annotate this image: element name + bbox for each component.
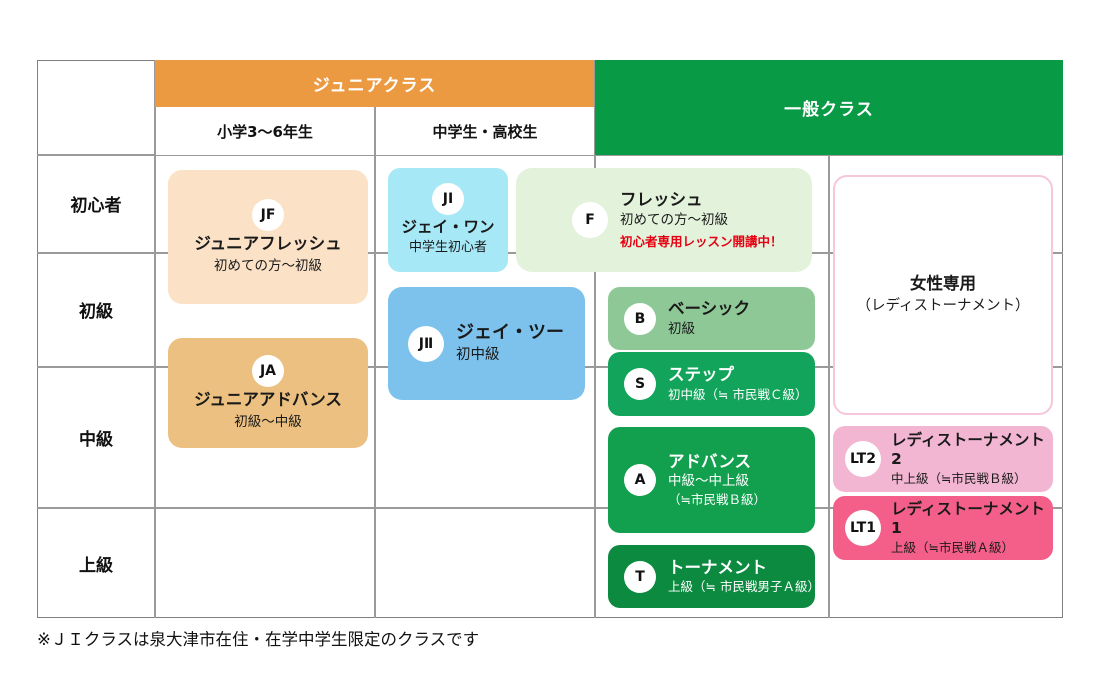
grid-vline-ladies-left xyxy=(828,155,830,618)
row-label-advanced-text: 上級 xyxy=(79,555,113,576)
subheader-jhs-hs-label: 中学生・高校生 xyxy=(432,122,538,141)
badge-f: F xyxy=(572,202,608,238)
badge-lt1: LT1 xyxy=(845,510,881,546)
row-label-beginner-text: 初心者 xyxy=(70,196,122,216)
card-junior-advance-title: ジュニアアドバンス xyxy=(194,389,342,409)
card-women-only: 女性専用 （レディストーナメント） xyxy=(833,175,1053,415)
card-j-two-sub: 初中級 xyxy=(456,346,500,363)
badge-t: T xyxy=(624,560,656,593)
card-fresh-sub: 初めての方〜初級 xyxy=(620,212,728,229)
badge-jii: JⅡ xyxy=(408,325,444,362)
card-junior-fresh-sub: 初めての方〜初級 xyxy=(214,257,322,274)
card-step-title: ステップ xyxy=(668,365,734,385)
row-label-elementary-text: 初級 xyxy=(79,302,113,322)
card-j-one: JI ジェイ・ワン 中学生初心者 xyxy=(388,168,508,272)
card-advance-title: アドバンス xyxy=(668,451,751,471)
badge-jf: JF xyxy=(252,198,284,231)
grid-vline-general-left xyxy=(594,60,596,618)
row-label-advanced: 上級 xyxy=(38,508,154,618)
card-ladies-tournament-1-title: レディストーナメント1 xyxy=(891,500,1045,538)
badge-a: A xyxy=(624,464,656,496)
card-fresh-title: フレッシュ xyxy=(620,190,703,210)
card-tournament-sub: 上級（≒ 市民戦男子Ａ級） xyxy=(668,579,820,595)
card-ladies-tournament-1: LT1 レディストーナメント1 上級（≒市民戦Ａ級） xyxy=(833,496,1053,560)
grid-hline-row3 xyxy=(37,507,1063,509)
header-general-label: 一般クラス xyxy=(784,100,874,120)
card-junior-fresh: JF ジュニアフレッシュ 初めての方〜初級 xyxy=(168,170,368,304)
card-j-two-title: ジェイ・ツー xyxy=(456,322,564,344)
card-advance: A アドバンス 中級〜中上級 （≒市民戦Ｂ級） xyxy=(608,427,815,533)
card-tournament: T トーナメント 上級（≒ 市民戦男子Ａ級） xyxy=(608,545,820,608)
card-ladies-tournament-1-sub: 上級（≒市民戦Ａ級） xyxy=(891,539,1014,555)
card-basic-title: ベーシック xyxy=(668,298,751,318)
badge-ja: JA xyxy=(252,354,284,387)
card-junior-advance: JA ジュニアアドバンス 初級〜中級 xyxy=(168,338,368,448)
row-label-elementary: 初級 xyxy=(38,253,154,366)
header-general-class: 一般クラス xyxy=(595,60,1063,155)
grid-hline-junior-sub xyxy=(155,107,594,109)
card-j-one-sub: 中学生初心者 xyxy=(408,240,487,256)
footnote-ji-restriction: ※ＪＩクラスは泉大津市在住・在学中学生限定のクラスです xyxy=(37,630,480,649)
badge-s: S xyxy=(624,368,656,400)
card-women-only-title: 女性専用 xyxy=(910,273,976,293)
card-j-two: JⅡ ジェイ・ツー 初中級 xyxy=(388,287,585,400)
card-ladies-tournament-2: LT2 レディストーナメント2 中上級（≒市民戦Ｂ級） xyxy=(833,426,1053,492)
card-advance-sub: 中級〜中上級 xyxy=(668,473,749,490)
card-tournament-title: トーナメント xyxy=(668,557,767,577)
subheader-elementary-label: 小学3〜6年生 xyxy=(217,122,313,141)
card-ladies-tournament-2-title: レディストーナメント2 xyxy=(891,431,1045,469)
card-fresh-note: 初心者専用レッスン開講中！ xyxy=(620,233,783,249)
card-basic-sub: 初級 xyxy=(668,320,695,337)
row-label-intermediate-text: 中級 xyxy=(79,429,113,450)
row-label-beginner: 初心者 xyxy=(38,155,154,252)
card-ladies-tournament-2-sub: 中上級（≒市民戦Ｂ級） xyxy=(891,470,1027,486)
card-junior-advance-sub: 初級〜中級 xyxy=(234,413,302,430)
card-basic: B ベーシック 初級 xyxy=(608,287,815,350)
badge-b: B xyxy=(624,302,656,335)
card-advance-sub2: （≒市民戦Ｂ級） xyxy=(668,491,766,507)
grid-vline-rowlabel xyxy=(154,60,156,618)
card-step-sub: 初中級（≒ 市民戦Ｃ級） xyxy=(668,386,808,402)
header-junior-label: ジュニアクラス xyxy=(312,76,437,96)
grid-vline-junior-split xyxy=(374,107,376,618)
badge-lt2: LT2 xyxy=(845,441,881,477)
card-fresh: F フレッシュ 初めての方〜初級 初心者専用レッスン開講中！ xyxy=(516,168,812,272)
badge-ji: JI xyxy=(432,182,464,215)
header-junior-class: ジュニアクラス xyxy=(155,60,594,107)
card-women-only-sub: （レディストーナメント） xyxy=(856,298,1030,315)
card-junior-fresh-title: ジュニアフレッシュ xyxy=(194,233,342,253)
row-label-intermediate: 中級 xyxy=(38,367,154,507)
subheader-elementary: 小学3〜6年生 xyxy=(156,107,374,155)
card-j-one-title: ジェイ・ワン xyxy=(401,217,495,236)
card-step: S ステップ 初中級（≒ 市民戦Ｃ級） xyxy=(608,352,815,416)
subheader-jhs-hs: 中学生・高校生 xyxy=(376,107,594,155)
